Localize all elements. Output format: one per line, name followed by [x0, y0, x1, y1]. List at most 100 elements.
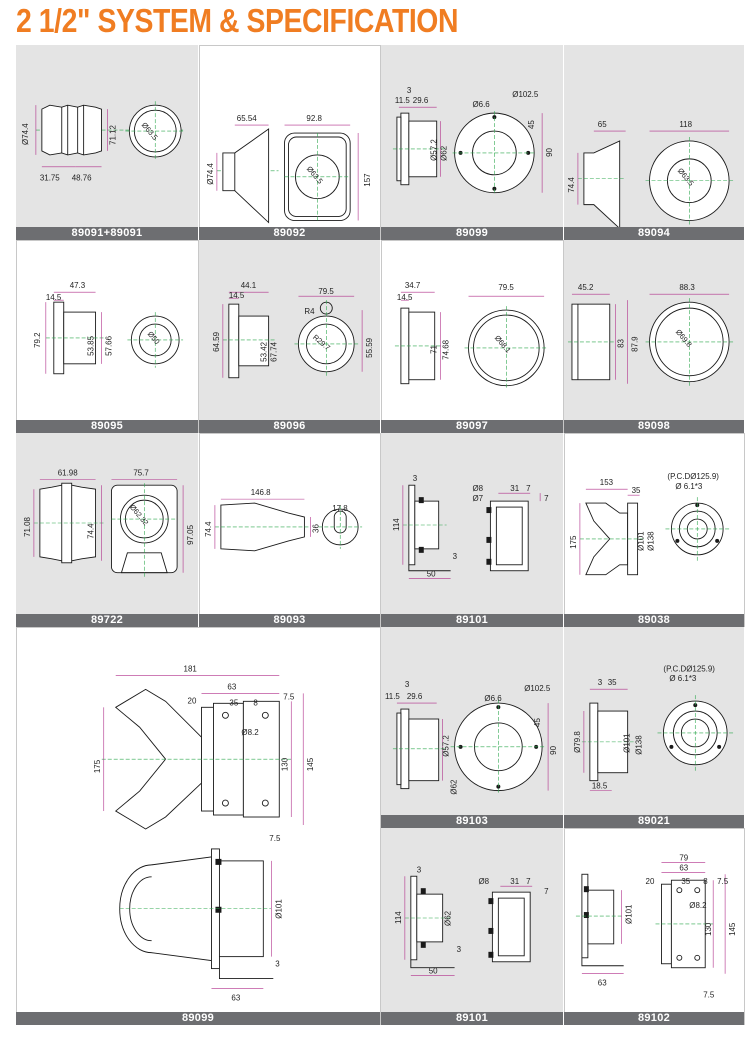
dim-label: Ø102.5 [512, 90, 539, 99]
dim-label: 145 [728, 922, 737, 936]
dim-label: Ø101 [623, 733, 632, 753]
dim-label: 79.5 [498, 283, 514, 292]
part-number-label: 89101 [381, 614, 563, 627]
dim-label: 29.6 [407, 692, 423, 701]
spec-cell-89099-large: 181 63 20 35 8 7.5 Ø8.2 175 130 145 7.5 … [16, 627, 381, 1025]
dim-label: 79.5 [318, 287, 334, 296]
dim-label: 74.4 [87, 523, 96, 539]
dim-label: Ø 6.1*3 [669, 674, 697, 683]
dim-label: 74.68 [442, 339, 451, 359]
dim-label: 88.3 [679, 283, 695, 292]
spec-cell-89101-small: 3 Ø8 31 7 7 114 Ø62 3 50 89101 [381, 828, 564, 1025]
dim-label: 7 [544, 494, 549, 503]
dim-label: 92.8 [306, 114, 322, 123]
dim-label: 3 [457, 945, 462, 954]
part-number-label: 89722 [16, 614, 198, 627]
dim-label: 7.5 [703, 991, 715, 1000]
part-number-label: 89099 [16, 1012, 380, 1025]
dim-label: Ø 6.1*3 [675, 482, 703, 491]
part-number-label: 89021 [564, 815, 744, 828]
dim-label: 8 [253, 698, 258, 707]
dim-label: 17.8 [332, 504, 348, 513]
dim-label: (P.C.DØ125.9) [663, 664, 715, 673]
dim-label: 3 [413, 474, 418, 483]
part-number-label: 89097 [381, 420, 563, 433]
dim-label: 71 [430, 344, 439, 353]
technical-drawing: 3 Ø8 31 7 7 114 Ø62 3 50 [381, 828, 563, 1012]
dim-label: 63 [227, 682, 236, 691]
dim-label: Ø102.5 [524, 684, 551, 693]
dim-label: 61.98 [58, 468, 78, 477]
dim-label: Ø62 [450, 779, 459, 795]
dim-label: 18.5 [592, 782, 608, 791]
part-number-label: 89103 [381, 815, 563, 828]
dim-label: 63 [598, 979, 607, 988]
dim-label: 31 [510, 484, 519, 493]
dim-label: Ø8.2 [241, 728, 259, 737]
part-number-label: 89102 [564, 1012, 744, 1025]
dim-label: 3 [417, 865, 422, 874]
dim-label: 74.4 [567, 177, 576, 193]
dim-label: 79.2 [33, 332, 42, 348]
dim-label: 35 [632, 486, 641, 495]
dim-label: Ø8 [478, 877, 489, 886]
technical-drawing: 61.98 75.7 71.08 74.4 Ø62.32 97.05 [16, 433, 198, 614]
dim-label: 47.3 [70, 281, 86, 290]
dim-label: 11.5 [395, 96, 410, 105]
part-number-label: 89096 [199, 420, 380, 433]
part-number-label: 89093 [199, 614, 380, 627]
dim-label: R4 [304, 307, 315, 316]
dim-label: Ø57.2 [430, 139, 439, 161]
dim-label: 29.6 [413, 96, 429, 105]
technical-drawing: 65 118 74.4 Ø63.5 [564, 45, 744, 227]
dim-label: Ø101 [625, 904, 634, 924]
dim-label: 53.42 [260, 341, 269, 361]
dim-label: 45.2 [578, 283, 594, 292]
dim-label: 36 [311, 524, 320, 533]
spec-cell-89097: 34.7 14.5 79.5 71 74.68 Ø68.1 89097 [381, 240, 564, 433]
dim-label: 71.12 [108, 125, 117, 145]
dim-label: 55.59 [365, 337, 374, 357]
dim-label: 57.66 [104, 335, 113, 355]
spec-cell-89102: 79 63 20 35 8 7.5 Ø8.2 Ø101 130 145 63 7… [564, 828, 745, 1025]
dim-label: 67.74 [270, 341, 279, 361]
dim-label: 90 [545, 147, 554, 156]
dim-label: 3 [407, 86, 412, 95]
technical-drawing: 45.2 88.3 83 87.9 Ø69.8 [564, 240, 744, 420]
part-number-label: 89099 [381, 227, 563, 240]
dim-label: 53.85 [87, 335, 96, 355]
spec-cell-89038: (P.C.DØ125.9) Ø 6.1*3 153 35 175 Ø101 Ø1… [564, 433, 745, 627]
dim-label: 45 [527, 120, 536, 129]
dim-label: 50 [429, 967, 438, 976]
dim-label: 157 [363, 173, 372, 187]
dim-label: 65.54 [237, 114, 257, 123]
technical-drawing: (P.C.DØ125.9) Ø 6.1*3 3 35 Ø79.8 Ø101 Ø1… [564, 627, 744, 815]
spec-cell-89099: 3 11.5 29.6 Ø6.6 Ø102.5 Ø57.2 Ø62 45 90 … [381, 45, 564, 240]
dim-label: 35 [608, 678, 617, 687]
dim-label: 7.5 [283, 692, 295, 701]
dim-label: 7.5 [717, 877, 729, 886]
dim-label: 7 [544, 887, 549, 896]
dim-label: 175 [93, 759, 102, 773]
dim-label: 8 [703, 877, 708, 886]
dim-label: Ø6.6 [484, 694, 502, 703]
dim-label: 7 [526, 877, 531, 886]
dim-label: 130 [280, 757, 289, 771]
spec-cell-89091: Ø74.4 71.12 Ø63.5 31.75 48.76 89091+8909… [16, 45, 199, 240]
technical-drawing: Ø74.4 71.12 Ø63.5 31.75 48.76 [16, 45, 198, 227]
dim-label: 74.4 [204, 521, 213, 537]
dim-label: 35 [229, 698, 238, 707]
part-number-label: 89095 [16, 420, 198, 433]
dim-label: 75.7 [133, 468, 149, 477]
dim-label: 97.05 [186, 524, 195, 544]
dim-label: 11.5 [385, 692, 400, 701]
dim-label: 153 [600, 478, 614, 487]
dim-label: 31.75 [40, 174, 60, 183]
dim-label: 3 [598, 678, 603, 687]
spec-cell-89101: 3 114 3 50 Ø8 Ø7 31 7 7 89101 [381, 433, 564, 627]
dim-label: 44.1 [241, 281, 257, 290]
technical-drawing: 65.54 92.8 Ø74.4 Ø63.5 157 [199, 45, 380, 227]
dim-label: 34.7 [405, 281, 421, 290]
dim-label: 114 [394, 911, 403, 924]
dim-label: 65 [598, 120, 607, 129]
